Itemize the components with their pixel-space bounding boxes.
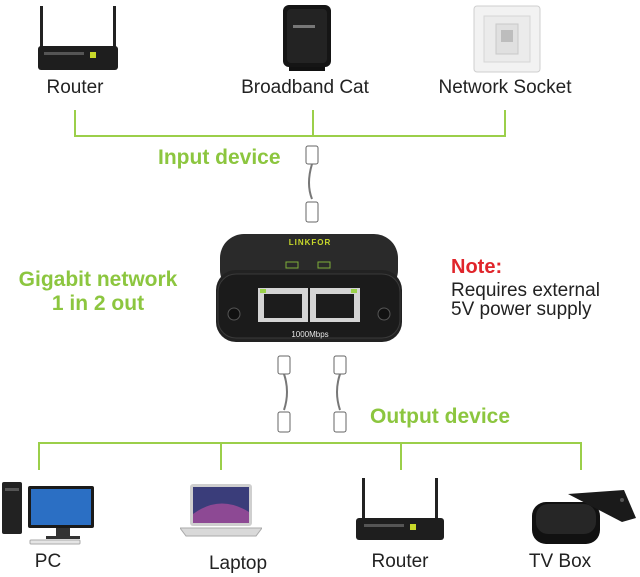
wall-socket-icon <box>473 5 541 73</box>
note-title: Note: <box>451 256 503 278</box>
input-socket-label: Network Socket <box>438 77 572 98</box>
output-bracket-bar <box>38 442 582 444</box>
splitter-device-icon <box>216 234 402 342</box>
ethernet-cable-icon <box>333 355 347 433</box>
input-title: Input device <box>158 146 281 169</box>
input-bracket-bar <box>74 135 506 137</box>
output-tvbox <box>526 488 638 548</box>
output-cable-2 <box>328 354 352 438</box>
ethernet-cable-icon <box>277 355 291 433</box>
input-router-label: Router <box>46 77 104 98</box>
input-cable <box>300 144 324 230</box>
input-modem <box>279 3 335 73</box>
output-cable-1 <box>272 354 296 438</box>
splitter-brand: LINKFOR <box>288 238 332 247</box>
output-bracket-pc <box>38 442 40 470</box>
tv-box-icon <box>532 490 636 544</box>
output-pc <box>2 482 97 546</box>
input-socket <box>472 4 542 74</box>
laptop-icon <box>179 484 263 537</box>
splitter-speed: 1000Mbps <box>291 330 329 339</box>
output-title: Output device <box>370 405 511 428</box>
output-tvbox-label: TV Box <box>528 551 592 572</box>
desktop-pc-icon <box>2 482 94 545</box>
ethernet-cable-icon <box>305 145 319 223</box>
input-router <box>28 6 128 72</box>
note-line2: 5V power supply <box>451 299 592 320</box>
input-modem-label: Broadband Cat <box>241 77 369 98</box>
input-bracket-right <box>504 110 506 137</box>
output-pc-label: PC <box>34 551 62 572</box>
modem-icon <box>283 5 331 71</box>
network-splitter <box>214 230 404 350</box>
gigabit-caption-line2: 1 in 2 out <box>51 292 145 315</box>
output-bracket-tvbox <box>580 442 582 470</box>
output-router-label: Router <box>371 551 429 572</box>
output-router <box>350 478 450 544</box>
gigabit-caption-line1: Gigabit network <box>18 268 178 291</box>
output-laptop <box>179 484 263 540</box>
input-bracket-left <box>74 110 76 137</box>
wifi-router-icon <box>38 6 118 70</box>
input-bracket-mid <box>312 110 314 137</box>
output-bracket-laptop <box>220 442 222 470</box>
output-laptop-label: Laptop <box>208 553 268 574</box>
note-line1: Requires external <box>451 280 600 301</box>
wifi-router-icon <box>356 478 444 540</box>
output-bracket-router <box>400 442 402 470</box>
